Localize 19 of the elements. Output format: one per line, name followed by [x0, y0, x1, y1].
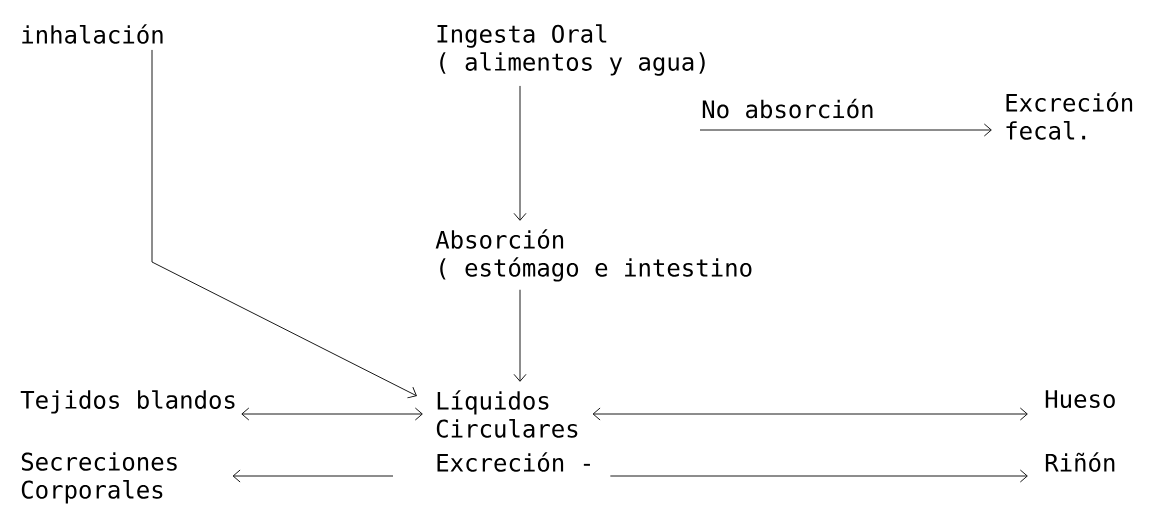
- arrow: [699, 123, 992, 137]
- term-label: Hueso: [1045, 390, 1115, 409]
- term-label: Riñón: [1045, 452, 1115, 472]
- term-label: Líquidos Circulares: [436, 390, 578, 438]
- arrow: [232, 469, 394, 483]
- term-label: Excreción -: [437, 452, 590, 472]
- term-label: Tejidos blandos: [20, 390, 235, 414]
- term-label: Absorción ( estómago e intestino: [435, 229, 752, 282]
- edge-label: No absorción: [700, 97, 876, 120]
- term-label: inhalación: [22, 24, 163, 44]
- term-label: Secreciones Corporales: [21, 452, 177, 504]
- arrow: [513, 85, 527, 221]
- arrow: [513, 289, 527, 382]
- double-arrow: [241, 407, 423, 421]
- arrow: [609, 469, 1028, 483]
- term-label: Excreción fecal.: [1006, 92, 1133, 140]
- double-arrow: [592, 407, 1028, 421]
- arrow: [151, 49, 417, 399]
- term-label: Ingesta Oral ( alimentos y agua): [437, 24, 705, 76]
